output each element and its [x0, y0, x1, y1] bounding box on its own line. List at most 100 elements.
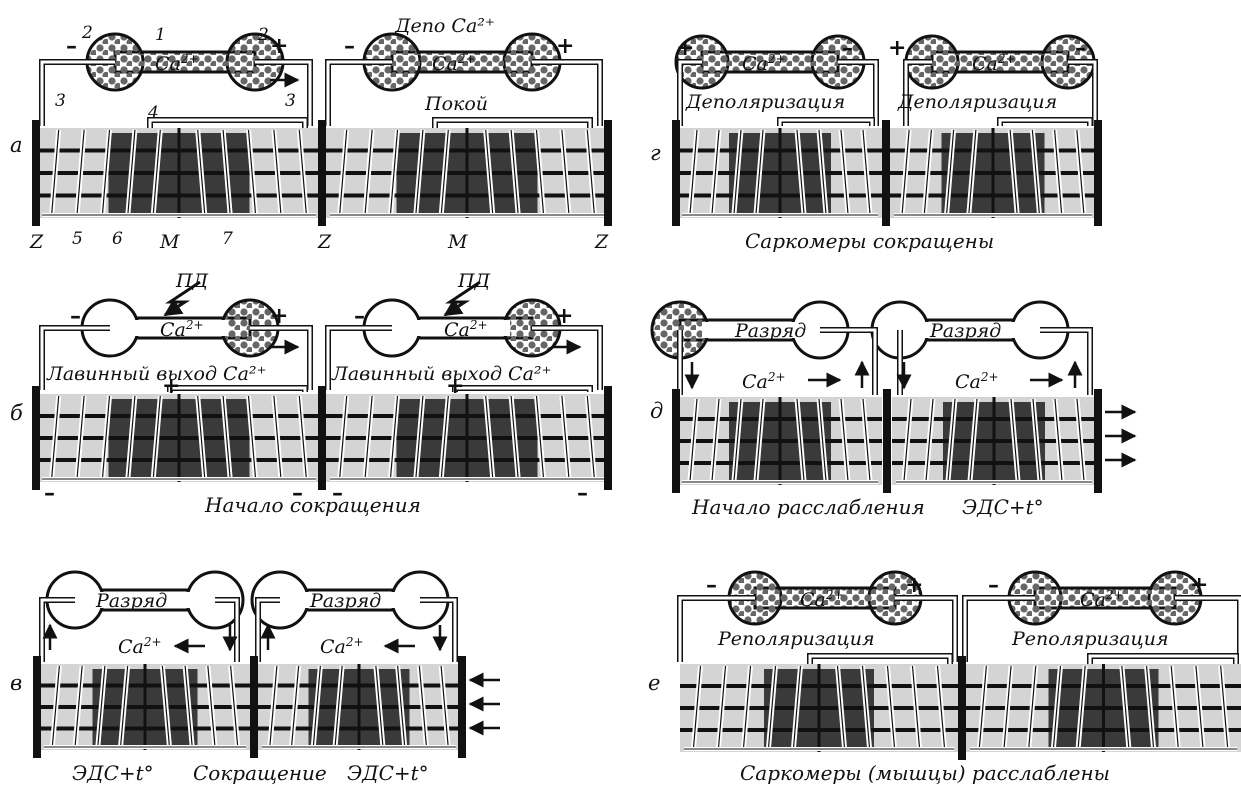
- t-tubule-edge: [207, 665, 216, 747]
- membrane-wire-inner: [1088, 654, 1238, 664]
- t-tubule-edge: [1032, 398, 1041, 482]
- caption-relax-start: Начало расслабления: [691, 495, 925, 519]
- ca-label: Ca2+: [432, 52, 476, 75]
- t-tubule-edge: [273, 395, 282, 479]
- membrane-wire-inner: [326, 326, 602, 390]
- t-tubule-edge: [485, 395, 494, 479]
- t-tubule-edge: [510, 129, 519, 215]
- callout-number: 2: [257, 25, 269, 45]
- membrane-wire-inner: [433, 118, 592, 128]
- t-tubule-edge: [1003, 665, 1012, 749]
- t-tubule-edge: [339, 129, 348, 215]
- t-tubule-edge: [923, 129, 932, 215]
- t-tubule-edge: [418, 665, 427, 747]
- minus-sign: –: [354, 303, 365, 329]
- depot-bar-fill: [414, 320, 510, 336]
- t-tubule-edge: [440, 395, 449, 479]
- ap-label: ПД: [457, 270, 491, 292]
- panel-letter-a: а: [10, 133, 23, 157]
- t-tubule-edge: [1054, 398, 1063, 482]
- t-tubule-edge: [1121, 665, 1130, 749]
- t-tubule-edge: [1077, 665, 1086, 749]
- panel-letter-d: д: [650, 399, 663, 423]
- z-line: [604, 386, 612, 490]
- ca-charge: 2+: [345, 635, 364, 649]
- z-label: Z: [594, 231, 609, 253]
- t-tubule-edge: [485, 129, 494, 215]
- t-tubule-edge: [364, 395, 373, 479]
- ca-charge: 2+: [980, 370, 999, 384]
- t-tubule-edge: [51, 665, 60, 747]
- callout-number: 2: [81, 23, 93, 43]
- plus-sign: +: [1190, 572, 1208, 598]
- t-tubule-edge: [586, 129, 595, 215]
- caption-contraction: Сокращение: [193, 761, 327, 785]
- ca-symbol: Ca: [1080, 589, 1106, 611]
- depot-bar-fill: [702, 322, 798, 338]
- t-tubule-edge: [689, 398, 698, 482]
- z-line: [672, 120, 680, 226]
- membrane-wire-inner: [963, 596, 1241, 662]
- ca-label: Ca2+: [118, 635, 162, 658]
- ca-symbol: Ca: [444, 319, 470, 341]
- caption-emf: ЭДС+t°: [347, 761, 429, 785]
- membrane-wire-inner: [678, 328, 877, 395]
- t-tubule-edge: [836, 665, 846, 749]
- t-tubule-edge: [901, 129, 910, 215]
- plus-sign: +: [888, 35, 906, 61]
- t-tubule-edge: [818, 398, 827, 482]
- minus-sign: –: [577, 480, 588, 506]
- ca-symbol: Ca: [972, 53, 998, 75]
- depot-bar-fill: [722, 54, 818, 70]
- t-tubule-edge: [689, 129, 698, 215]
- t-tubule-edge: [1145, 665, 1155, 749]
- t-tubule-edge: [1076, 129, 1085, 215]
- t-tubule-edge: [903, 398, 912, 482]
- t-tubule-edge: [247, 395, 257, 479]
- t-tubule-edge: [364, 129, 373, 215]
- plus-sign: +: [555, 303, 573, 329]
- ca-charge: 2+: [767, 52, 786, 66]
- depolarization-label: Деполяризация: [685, 91, 845, 113]
- panel-letter-v: в: [10, 671, 22, 695]
- t-tubule-edge: [273, 129, 282, 215]
- discharge-label: Разряд: [734, 320, 806, 342]
- depolarization-label: Деполяризация: [897, 91, 1057, 113]
- ca-label: Ca2+: [444, 318, 488, 341]
- repolarization-label: Реполяризация: [717, 628, 875, 650]
- membrane-wire-inner: [168, 386, 307, 392]
- t-tubule-edge: [197, 129, 206, 215]
- ca-label: Ca2+: [742, 370, 786, 393]
- membrane-wire-inner: [778, 118, 874, 126]
- ca-charge: 2+: [185, 318, 204, 332]
- z-label: Z: [29, 231, 44, 253]
- t-tubule-edge: [1076, 398, 1085, 482]
- ca-charge: 2+: [997, 52, 1016, 66]
- callout-number: 3: [55, 91, 66, 111]
- t-tubule-edge: [711, 129, 720, 215]
- t-tubule-edge: [230, 665, 239, 747]
- t-tubule-edge: [717, 665, 727, 749]
- callout-number: 3: [285, 91, 296, 111]
- ca-label: Ca2+: [742, 52, 786, 75]
- plus-sign: +: [162, 373, 180, 399]
- discharge-label: Разряд: [95, 590, 167, 612]
- callout-number: 6: [112, 229, 123, 249]
- z-line: [604, 120, 612, 226]
- t-tubule-edge: [535, 395, 545, 479]
- minus-sign: –: [706, 572, 717, 598]
- ca-label: Ca2+: [800, 588, 844, 611]
- rest-label: Покой: [424, 93, 488, 115]
- t-tubule-edge: [222, 129, 231, 215]
- callout-number: 7: [222, 229, 233, 249]
- t-tubule-edge: [51, 395, 60, 479]
- ca-symbol: Ca: [320, 636, 346, 658]
- panel-letter-g: г: [650, 141, 661, 165]
- t-tubule-edge: [796, 398, 805, 482]
- membrane-wire-inner: [998, 118, 1092, 126]
- t-tubule-edge: [969, 398, 978, 482]
- depot-bar-fill: [922, 322, 1018, 338]
- ca-symbol: Ca: [155, 53, 181, 75]
- t-tubule-edge: [946, 129, 955, 215]
- t-tubule-edge: [161, 665, 170, 747]
